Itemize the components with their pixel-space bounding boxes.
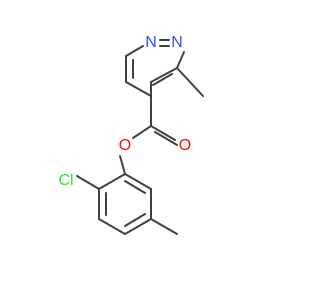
bond-b6-b1-inner: [124, 180, 146, 194]
bond-b3-b4: [98, 218, 126, 235]
pyridazine-ring: [125, 39, 185, 97]
atom-labels: N N O O Cl: [58, 34, 191, 189]
bond-b1-b2: [98, 173, 126, 190]
bond-c3-c4: [150, 67, 178, 83]
bond-b4-b5: [124, 218, 152, 235]
ester-group: [119, 95, 178, 175]
bond-c3-c4-inner: [152, 73, 173, 86]
chemical-structure-diagram: N N O O Cl: [58, 34, 204, 235]
bond-methyl-benzene: [150, 218, 178, 235]
bond-ester-o-aryl: [119, 155, 126, 175]
bond-aryl-cl: [76, 175, 100, 190]
bond-n2-c3: [176, 51, 185, 69]
bond-c6-n1: [125, 45, 144, 57]
bond-carbonyl-o: [150, 125, 176, 141]
bond-b4-b5-inner: [124, 213, 146, 227]
bond-carbonyl-ester-o: [132, 125, 152, 139]
bond-methyl-pyridazine: [176, 67, 204, 97]
atom-n1: N: [145, 34, 157, 51]
atom-o-ester: O: [119, 137, 131, 154]
atom-o-carbonyl: O: [179, 137, 191, 154]
bond-b6-b1: [124, 173, 152, 190]
bond-carbonyl-o-double: [154, 131, 178, 146]
structure-canvas: N N O O Cl: [58, 34, 204, 235]
atom-n2: N: [171, 34, 183, 51]
atom-cl: Cl: [58, 172, 73, 189]
benzene-ring: [98, 173, 152, 235]
bond-c4-c5: [125, 81, 152, 97]
